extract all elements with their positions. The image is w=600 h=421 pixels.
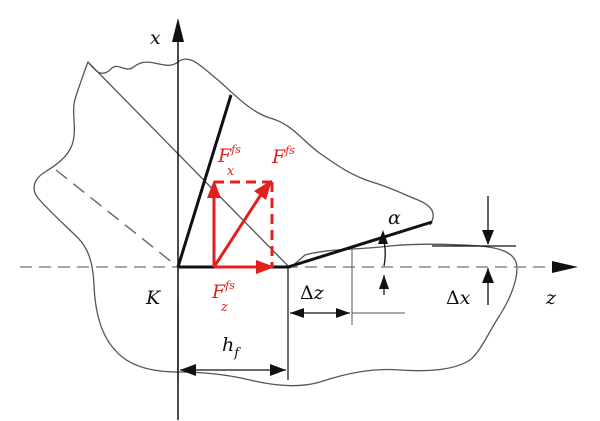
workpiece-outline [33, 58, 518, 387]
z-axis-label: z [545, 287, 557, 309]
dx-label: Δx [446, 287, 471, 309]
dashed-edge-line [55, 169, 179, 268]
f-resultant-head [254, 180, 272, 200]
f-label: Ffs [271, 144, 295, 168]
x-axis-arrowhead [172, 18, 184, 42]
z-axis-arrowhead [552, 261, 578, 273]
tool-flank-face [287, 220, 433, 269]
hf-arrow-left [180, 364, 196, 376]
alpha-arrow-lower [379, 275, 389, 289]
fz-vector-head [256, 260, 275, 274]
fx-vector-head [207, 180, 221, 198]
f-resultant-vector [212, 192, 264, 268]
origin-label: K [145, 287, 162, 309]
hf-label: hf [222, 334, 241, 361]
dz-label: Δz [300, 282, 325, 304]
dx-arrow-top [482, 230, 494, 245]
dz-arrow-left [290, 308, 304, 318]
hf-arrow-right [270, 364, 286, 376]
tool-rake-face [176, 94, 233, 268]
alpha-arrow-up [378, 230, 388, 244]
dx-arrow-bottom [482, 268, 494, 283]
x-axis-label: x [150, 27, 161, 49]
alpha-label: α [388, 207, 401, 229]
dz-arrow-right [336, 308, 350, 318]
